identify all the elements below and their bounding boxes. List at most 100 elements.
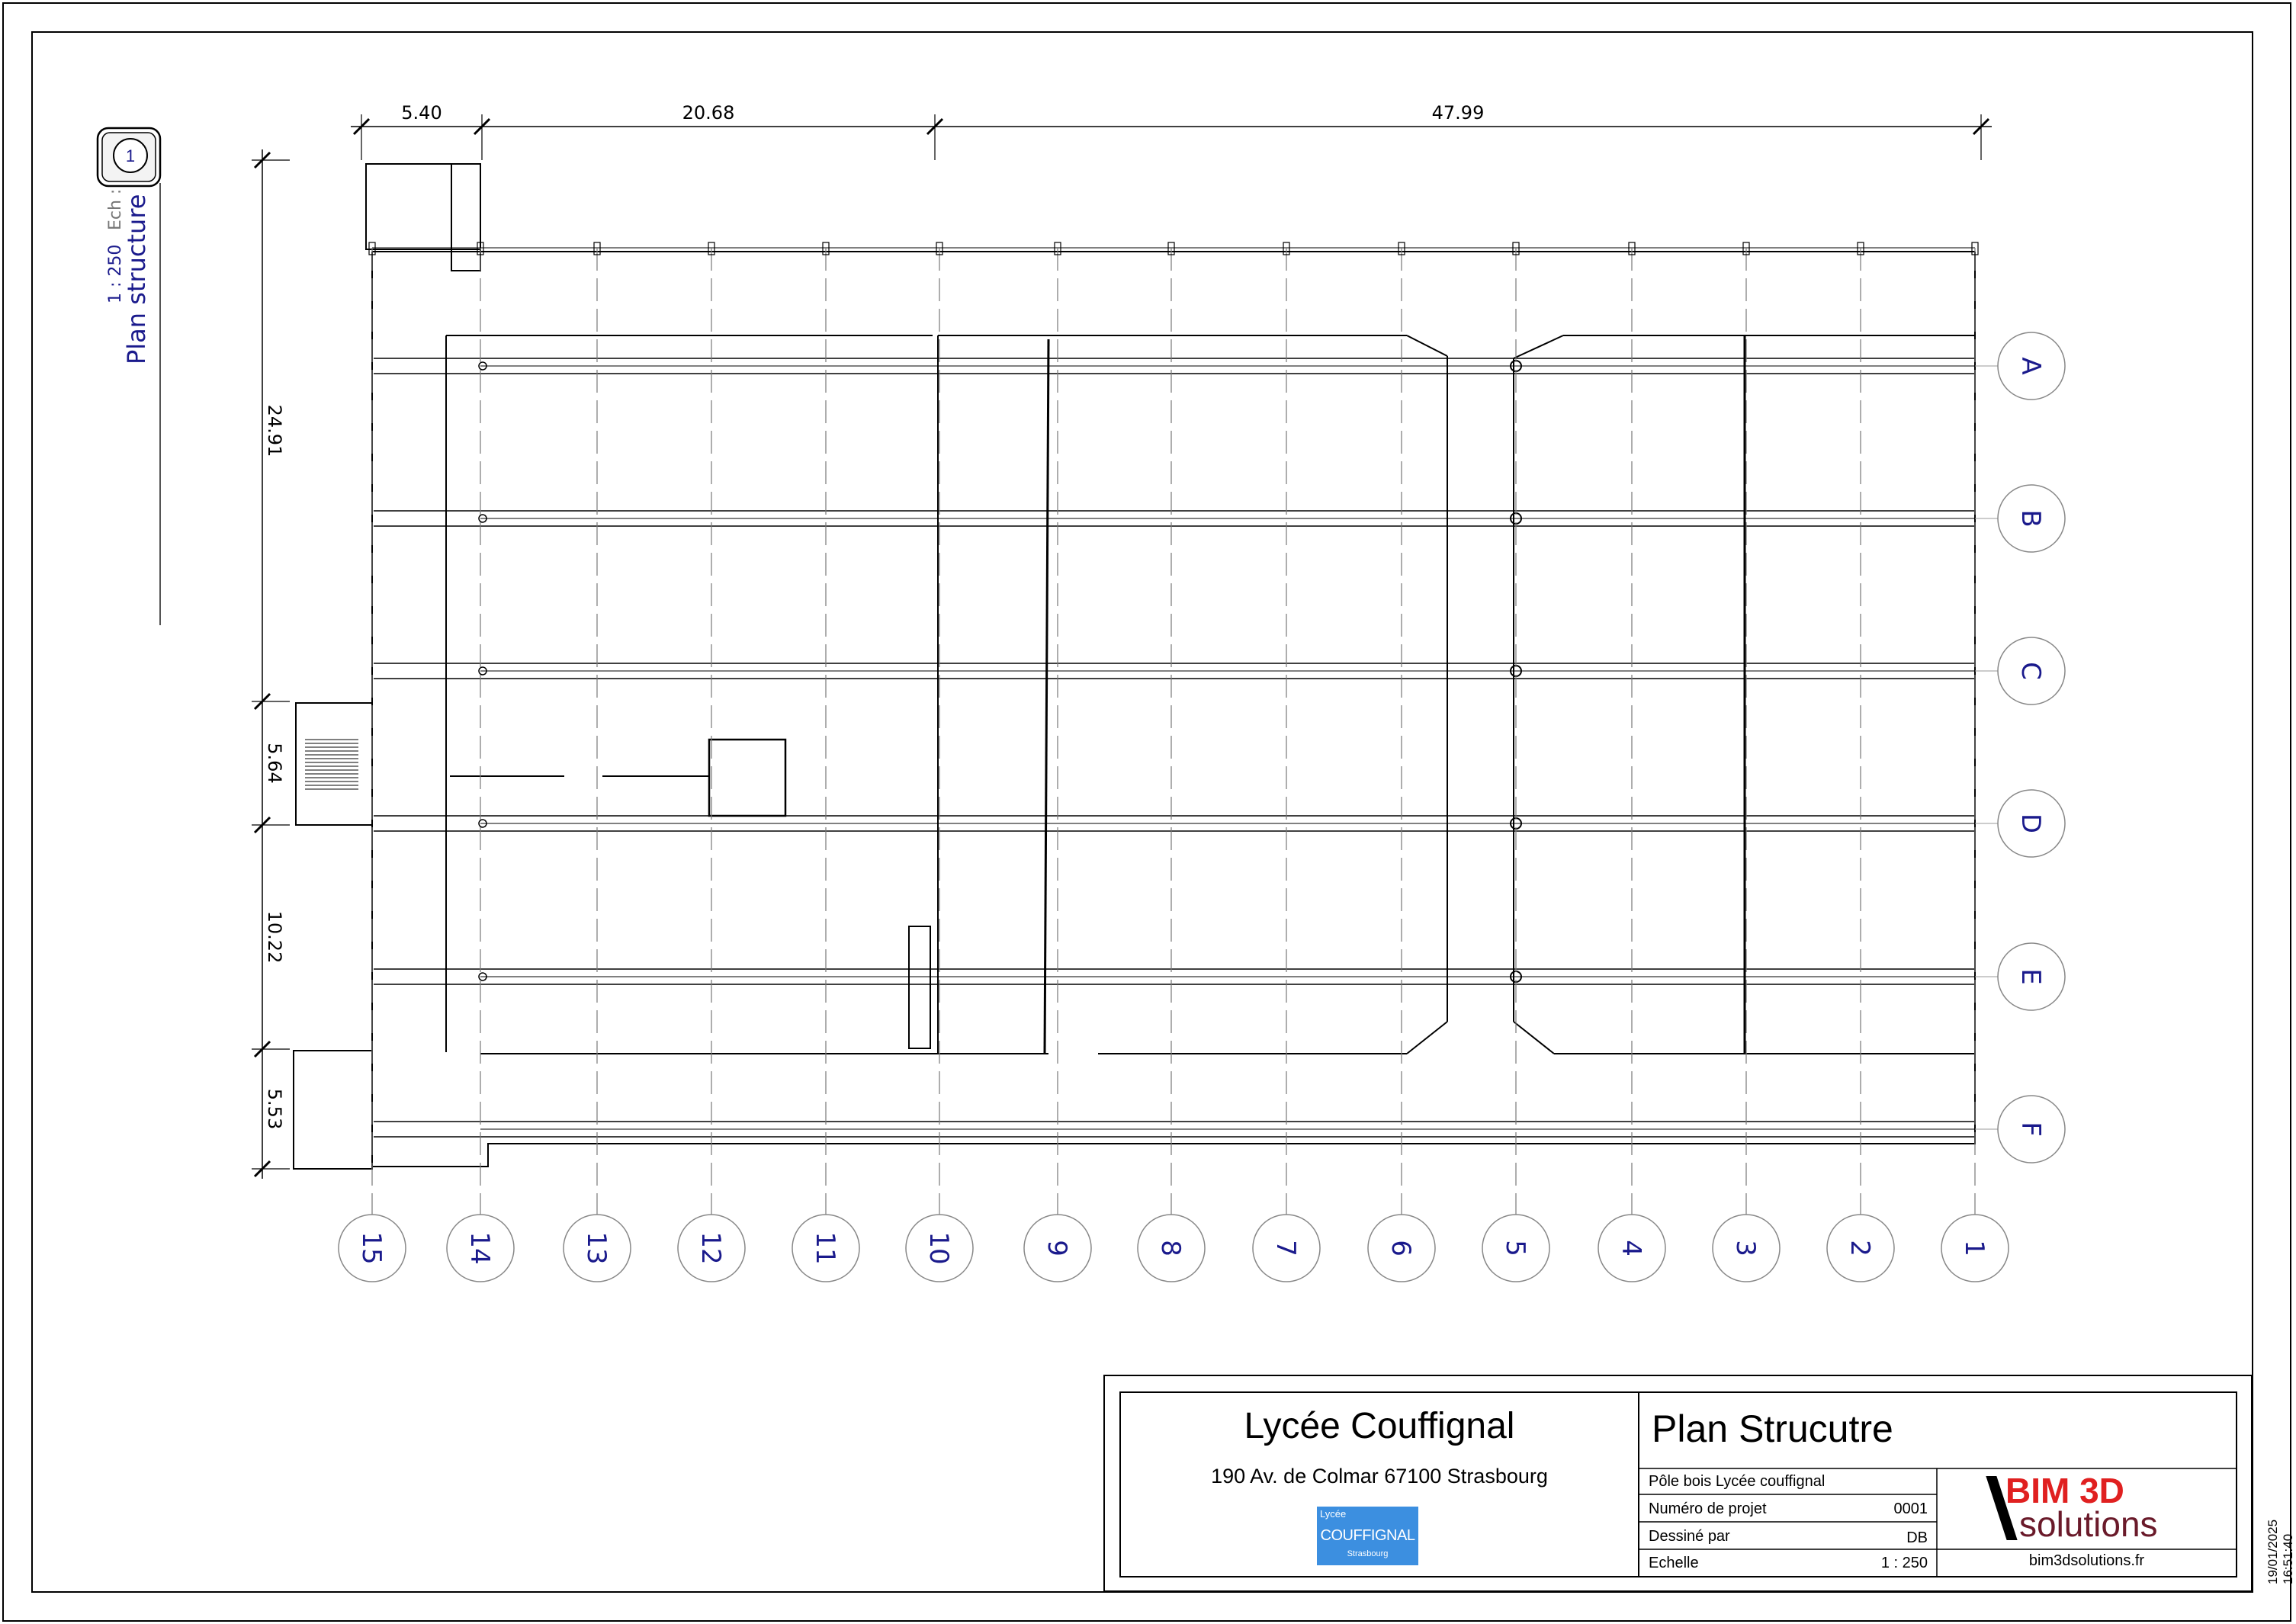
opening — [908, 926, 931, 1049]
post-top — [1054, 242, 1061, 255]
dimension-text-top: 47.99 — [1432, 102, 1485, 124]
company-logo: BIM 3D solutions — [1986, 1470, 2187, 1544]
grid-bubble-col — [1712, 1214, 1781, 1282]
scale-label: Echelle — [1649, 1555, 1699, 1571]
post-top — [1857, 242, 1864, 255]
company-website: bim3dsolutions.fr — [2028, 1552, 2145, 1569]
grid-bubble-col — [1598, 1214, 1666, 1282]
dimension-text-top: 20.68 — [682, 102, 735, 124]
view-title-group: Plan structure — [122, 194, 151, 364]
grid-label-col: 8 — [1155, 1240, 1186, 1257]
post-top — [368, 242, 376, 255]
grid-bubble-col — [1482, 1214, 1550, 1282]
grid-label-col: 5 — [1500, 1240, 1530, 1257]
grid-bubble-col — [905, 1214, 974, 1282]
title-block — [1103, 1375, 2253, 1592]
dimension-text-left: 24.91 — [264, 405, 285, 457]
grid-bubble-col — [1137, 1214, 1206, 1282]
grid-label-col: 4 — [1616, 1240, 1646, 1257]
wall-line — [1043, 339, 1050, 1054]
post-top — [1742, 242, 1750, 255]
print-timestamp: 19/01/2025 16:51:40 — [2265, 1519, 2295, 1584]
wall-line — [1513, 1021, 1555, 1054]
grid-bubble-row — [1997, 789, 2066, 858]
stair-box — [295, 702, 373, 826]
view-scale-group: 1 : 250 Ech : — [106, 189, 125, 303]
grid-bubble-col — [792, 1214, 860, 1282]
slab-outline — [371, 252, 1976, 1167]
column-post — [478, 819, 487, 828]
grid-label-col: 12 — [695, 1231, 726, 1264]
project-number-value: 0001 — [1893, 1500, 1928, 1517]
grid-bubble-row — [1997, 637, 2066, 705]
grid-label-col: 7 — [1270, 1240, 1301, 1257]
project-number-label: Numéro de projet — [1649, 1500, 1767, 1517]
grid-bubble-col — [1941, 1214, 2009, 1282]
grid-label-col: 9 — [1042, 1240, 1072, 1257]
client-logo-line2: COUFFIGNAL — [1320, 1527, 1415, 1544]
client-logo-line3: Strasbourg — [1347, 1549, 1389, 1558]
view-scale-prefix: Ech : — [106, 189, 125, 230]
grid-bubble-row — [1997, 484, 2066, 553]
view-tag: 1 — [96, 127, 162, 188]
grid-label-row: A — [2015, 357, 2046, 374]
company-logo-line2: solutions — [2019, 1504, 2158, 1544]
grid-label-row: F — [2015, 1122, 2046, 1137]
drawn-by-value: DB — [1906, 1529, 1928, 1546]
grid-label-col: 2 — [1845, 1240, 1875, 1257]
grid-bubble-col — [1023, 1214, 1092, 1282]
column-post — [478, 666, 487, 676]
core-box — [365, 163, 481, 250]
dimension-text-left: 10.22 — [264, 911, 285, 964]
project-description: Pôle bois Lycée couffignal — [1649, 1473, 1826, 1490]
grid-label-col: 13 — [581, 1231, 612, 1264]
grid-bubble-col — [677, 1214, 746, 1282]
column-post — [478, 514, 487, 523]
client-logo-line1: Lycée — [1320, 1508, 1347, 1520]
grid-bubble-col — [338, 1214, 406, 1282]
post-top — [1628, 242, 1636, 255]
inner-border — [31, 31, 2253, 1593]
grid-bubble-col — [446, 1214, 515, 1282]
grid-bubble-row — [1997, 332, 2066, 400]
client-logo: Lycée COUFFIGNAL Strasbourg — [1317, 1507, 1418, 1565]
post-top — [936, 242, 943, 255]
core-box — [451, 163, 481, 271]
post-top — [1283, 242, 1290, 255]
post-top — [708, 242, 715, 255]
project-address: 190 Av. de Colmar 67100 Strasbourg — [1211, 1465, 1548, 1488]
grid-label-row: D — [2015, 814, 2046, 833]
grid-label-col: 6 — [1386, 1240, 1416, 1257]
annex-box — [293, 1050, 373, 1170]
scale-value: 1 : 250 — [1880, 1555, 1928, 1571]
dimension-text-top: 5.40 — [401, 102, 442, 124]
post-top — [1971, 242, 1979, 255]
dimension-text-left: 5.53 — [264, 1089, 285, 1129]
view-title: Plan structure — [122, 194, 151, 364]
grid-label-col: 14 — [464, 1231, 495, 1264]
column-post — [478, 361, 487, 371]
grid-label-row: C — [2015, 662, 2046, 680]
post-top — [593, 242, 601, 255]
view-scale: 1 : 250 — [106, 245, 125, 303]
grid-label-col: 1 — [1959, 1240, 1989, 1257]
post-top — [477, 242, 484, 255]
wall-line — [1406, 335, 1448, 357]
grid-label-col: 10 — [923, 1231, 954, 1264]
post-top — [822, 242, 830, 255]
grid-label-col: 15 — [356, 1231, 387, 1264]
post-top — [1167, 242, 1175, 255]
column-post — [478, 972, 487, 981]
drawn-by-label: Dessiné par — [1649, 1528, 1730, 1545]
post-top — [1512, 242, 1520, 255]
grid-bubble-col — [1826, 1214, 1895, 1282]
grid-bubble-row — [1997, 942, 2066, 1011]
wall-line — [1513, 335, 1564, 359]
sheet-title: Plan Strucutre — [1652, 1407, 1893, 1450]
grid-label-col: 11 — [810, 1231, 840, 1264]
post-top — [1398, 242, 1405, 255]
grid-label-row: B — [2015, 509, 2046, 527]
